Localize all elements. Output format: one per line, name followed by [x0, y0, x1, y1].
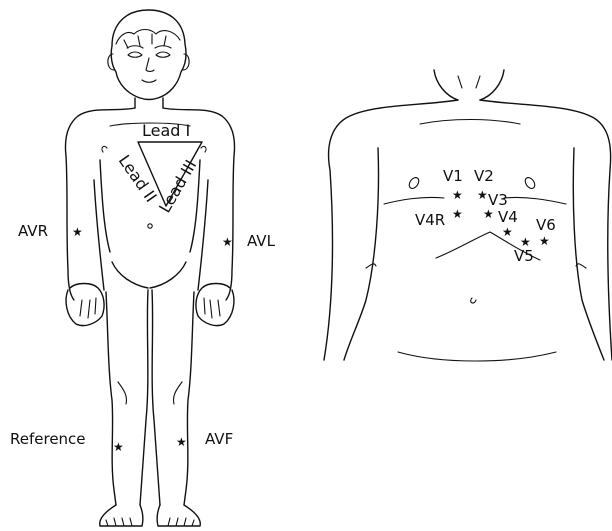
- mouth: [142, 80, 156, 82]
- right-eye: [156, 52, 170, 57]
- head-outline: [111, 10, 186, 100]
- left-eye: [128, 52, 142, 57]
- knees: [118, 382, 182, 404]
- toes: [106, 518, 194, 526]
- v1-label: V1: [443, 167, 463, 185]
- v6-electrode-marker: ★: [539, 234, 550, 248]
- chest-collar: [420, 120, 520, 125]
- avf-electrode-marker: ★: [176, 435, 187, 449]
- chest-torso-left: [344, 148, 379, 360]
- left-leg-inner: [140, 290, 148, 505]
- right-leg-inner: [152, 290, 160, 505]
- v4-electrode-marker: ★: [502, 225, 513, 239]
- left-pectoral: [384, 197, 444, 204]
- nose: [146, 58, 154, 72]
- avf-label: AVF: [205, 430, 233, 448]
- right-hand: [196, 284, 234, 326]
- inner-arm-right: [198, 180, 208, 290]
- reference-label: Reference: [10, 430, 86, 448]
- right-fingers: [204, 298, 220, 318]
- right-pectoral: [504, 197, 566, 204]
- side-marks: [366, 264, 586, 268]
- chest-torso-right: [573, 148, 604, 360]
- lead-i-label: Lead I: [142, 121, 190, 140]
- chest-left-nipple: [407, 176, 420, 190]
- avr-electrode-marker: ★: [72, 225, 83, 239]
- avr-label: AVR: [18, 222, 48, 240]
- right-nipple: [201, 146, 206, 152]
- left-nipple: [102, 146, 107, 152]
- v3-electrode-marker: ★: [483, 207, 494, 221]
- v4-label: V4: [498, 208, 518, 226]
- abdomen-bottom: [398, 352, 556, 361]
- neck-lines: [458, 76, 480, 88]
- left-hand: [66, 284, 104, 326]
- full-body-figure: [66, 10, 235, 526]
- right-leg-outer: [184, 292, 194, 505]
- v6-label: V6: [536, 216, 556, 234]
- hair-fringe: [116, 30, 180, 45]
- brows: [127, 46, 171, 48]
- avl-label: AVL: [247, 232, 276, 250]
- avl-electrode-marker: ★: [222, 235, 233, 249]
- v5-label: V5: [514, 247, 534, 265]
- hip-crotch: [112, 262, 186, 288]
- lead-iii-label: Lead III: [155, 157, 200, 216]
- chest-neck: [434, 70, 504, 100]
- chest-right-nipple: [523, 176, 536, 190]
- v1-electrode-marker: ★: [452, 188, 463, 202]
- reference-electrode-marker: ★: [113, 440, 124, 454]
- right-foot: [157, 505, 200, 526]
- navel: [148, 224, 152, 228]
- left-fingers: [80, 298, 96, 318]
- chest-shoulders: [324, 100, 612, 360]
- v2-electrode-marker: ★: [477, 188, 488, 202]
- v4r-label: V4R: [415, 211, 445, 229]
- chest-figure: [324, 70, 612, 361]
- left-leg-outer: [106, 292, 116, 505]
- left-foot: [100, 505, 143, 526]
- v4r-electrode-marker: ★: [452, 207, 463, 221]
- chest-navel: [471, 298, 476, 303]
- v2-label: V2: [474, 167, 494, 185]
